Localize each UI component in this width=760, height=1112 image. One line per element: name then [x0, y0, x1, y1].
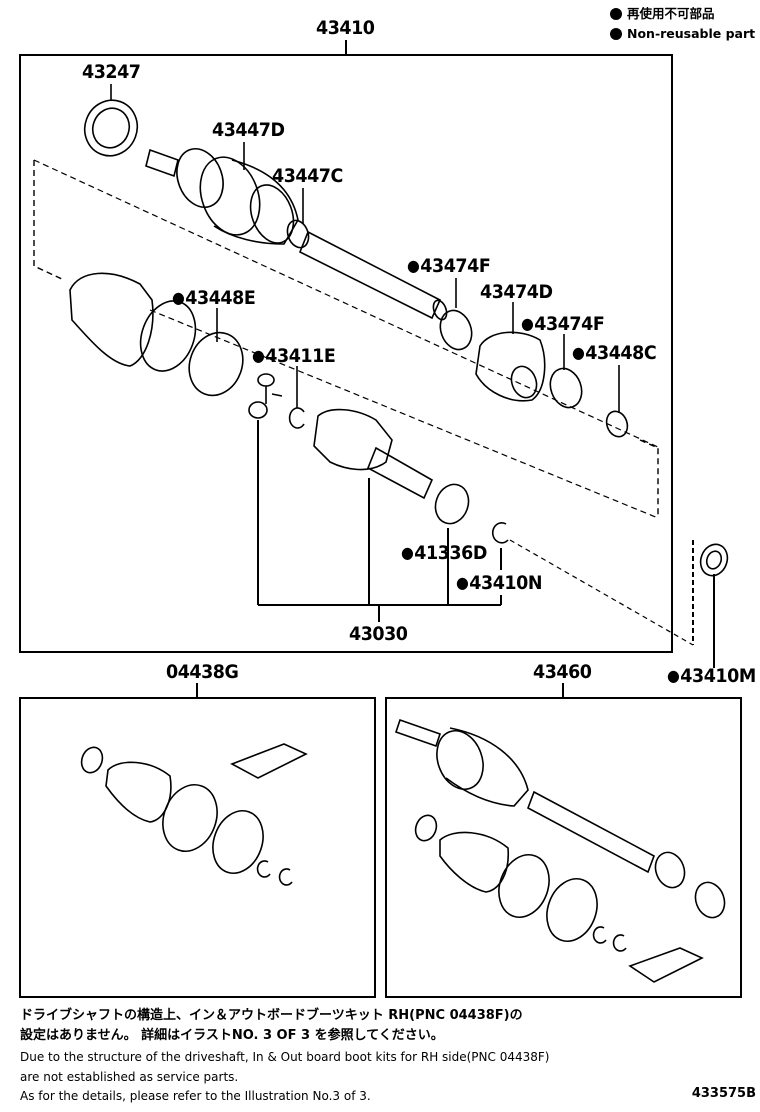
note-jp-line1: ドライブシャフトの構造上、イン＆アウトボードブーツキット RH(PNC 0443…	[20, 1008, 523, 1023]
part-label-43474F-b: 43474F	[521, 314, 604, 335]
main-assembly-box	[19, 54, 673, 653]
part-label-43448E: 43448E	[172, 288, 255, 309]
part-label-43448C: 43448C	[572, 343, 656, 364]
legend-item-en: Non-reusable part	[610, 24, 755, 44]
kit-right-box	[385, 697, 742, 998]
note-jp-line2: 設定はありません。 詳細はイラストNO. 3 OF 3 を参照してください。	[20, 1028, 444, 1043]
legend-item-jp: 再使用不可部品	[610, 4, 755, 24]
note-en-line3: As for the details, please refer to the …	[20, 1089, 371, 1103]
kit-left-box	[19, 697, 376, 998]
part-label-43460: 43460	[533, 661, 592, 683]
legend-label-jp: 再使用不可部品	[627, 6, 715, 21]
part-label-43410M: 43410M	[667, 666, 756, 687]
note-en-line2: are not established as service parts.	[20, 1070, 239, 1084]
note-en-line1: Due to the structure of the driveshaft, …	[20, 1050, 550, 1064]
part-label-04438G: 04438G	[166, 661, 239, 683]
illustration-reference: 433575B	[691, 1086, 756, 1101]
part-label-43447D: 43447D	[212, 119, 285, 141]
part-label-43410: 43410	[316, 17, 375, 39]
filled-circle-icon	[610, 8, 622, 20]
filled-circle-icon	[610, 28, 622, 40]
legend: 再使用不可部品 Non-reusable part	[610, 4, 755, 44]
part-label-43411E: 43411E	[252, 346, 335, 367]
part-label-41336D: 41336D	[401, 543, 487, 564]
part-label-43447C: 43447C	[272, 165, 343, 187]
part-label-43474D: 43474D	[480, 281, 553, 303]
part-label-43474F-a: 43474F	[407, 256, 490, 277]
part-label-43030: 43030	[349, 623, 408, 645]
part-label-43410N: 43410N	[456, 573, 542, 594]
legend-label-en: Non-reusable part	[627, 26, 756, 41]
part-label-43247: 43247	[82, 61, 141, 83]
